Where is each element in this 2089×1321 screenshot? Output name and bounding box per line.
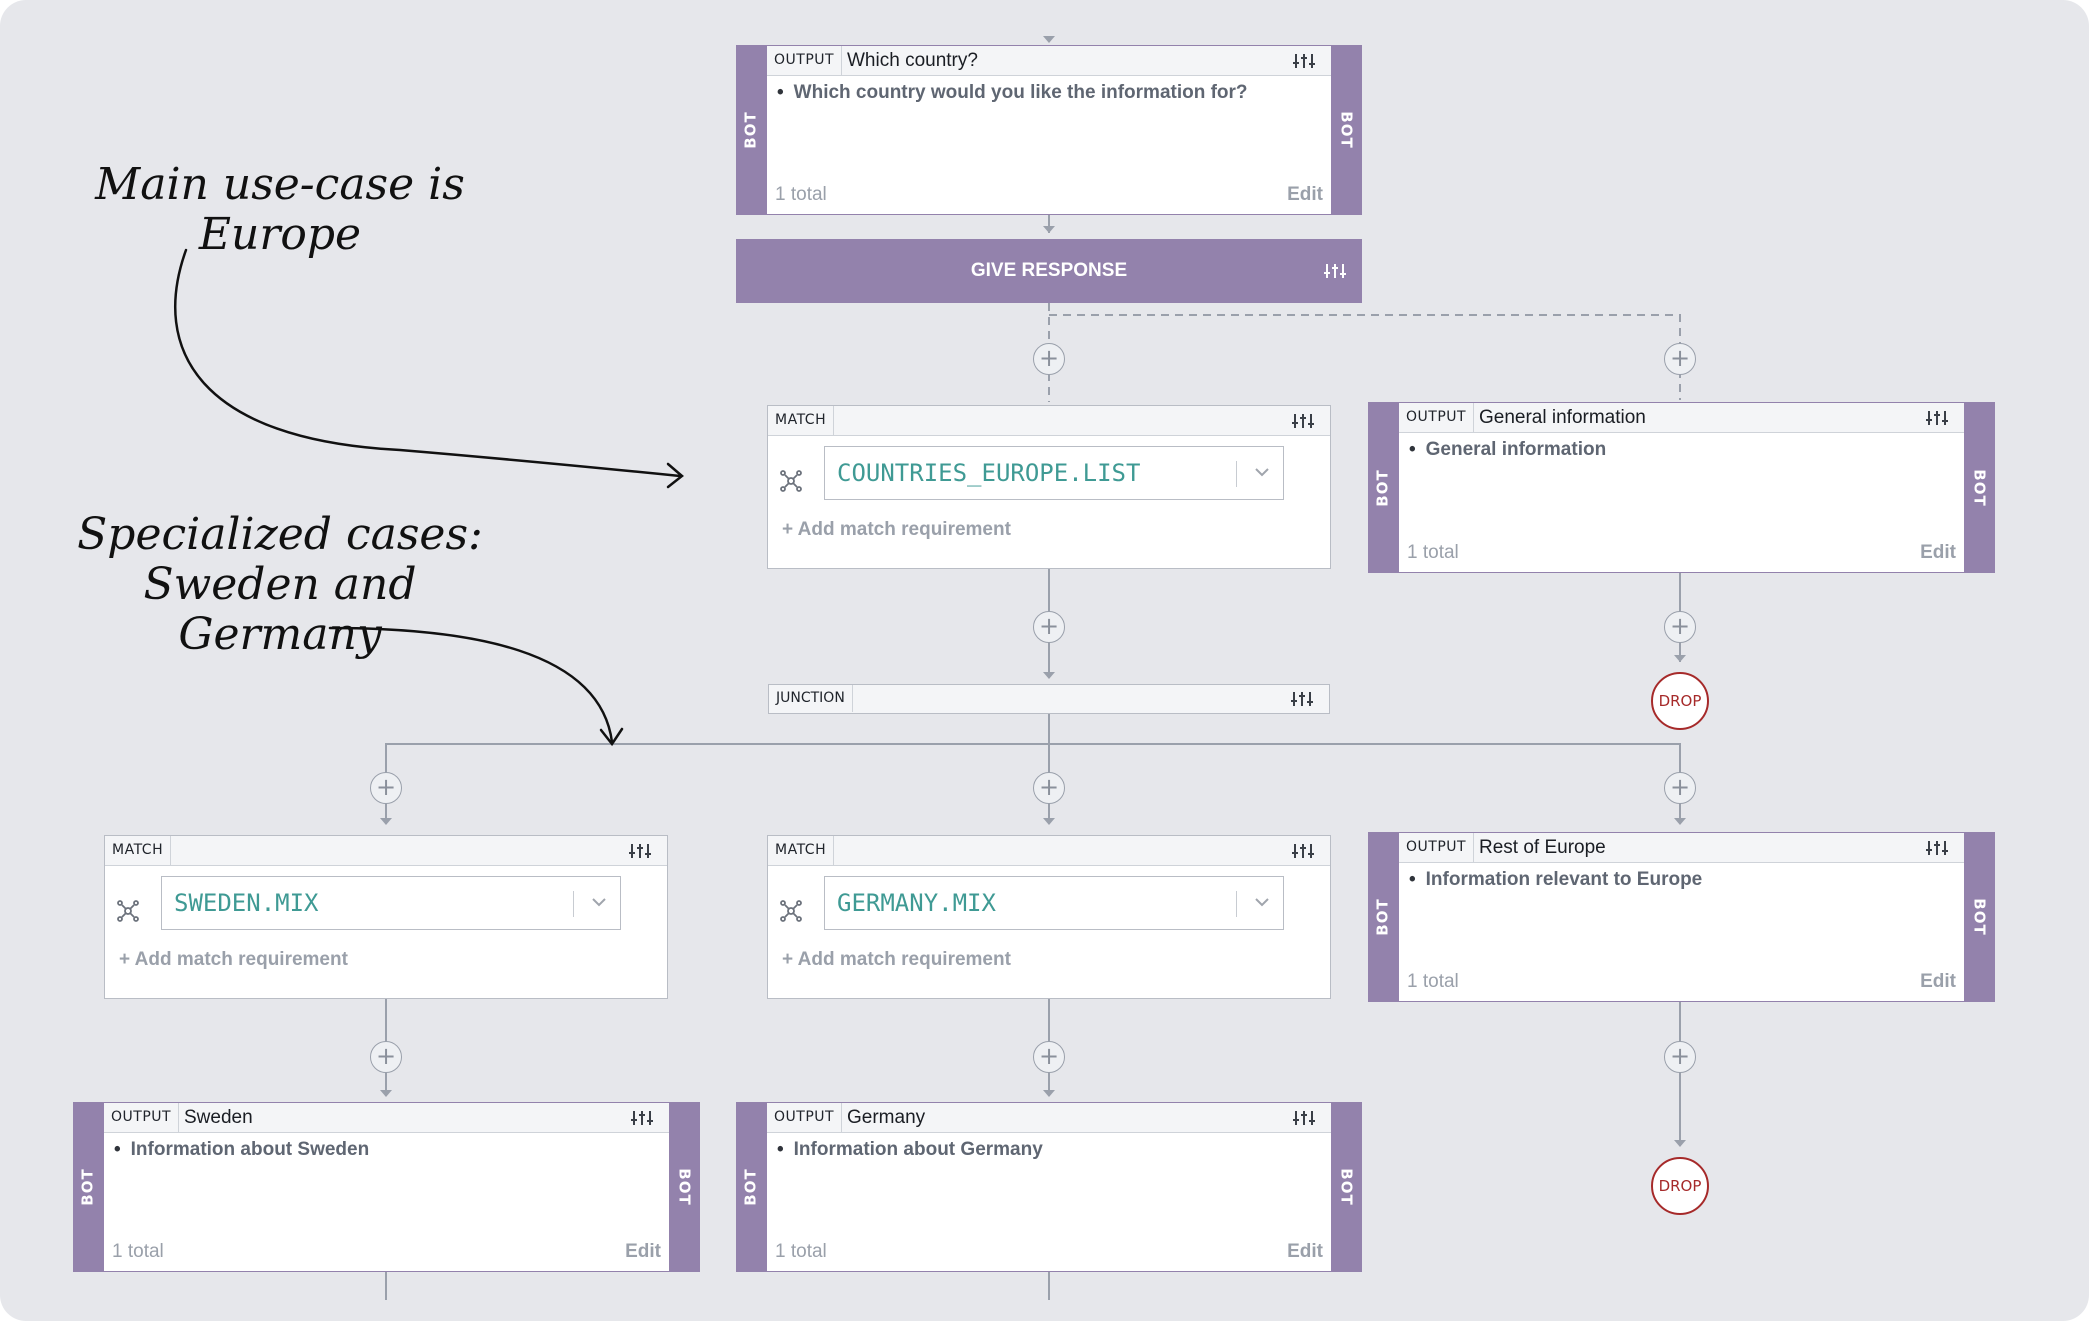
match-node-sweden[interactable]: MATCH SWEDEN.MIX + Add match requirement <box>104 835 668 999</box>
add-node-button[interactable]: + <box>370 1041 402 1073</box>
settings-sliders-icon[interactable] <box>1926 840 1948 856</box>
node-title[interactable]: Germany <box>847 1107 926 1128</box>
node-type-tag: OUTPUT <box>767 46 843 75</box>
bot-label-left: BOT <box>79 1168 98 1206</box>
bot-label-right: BOT <box>1971 898 1990 936</box>
output-total-count: 1 total <box>775 1241 827 1262</box>
match-entity-select[interactable]: GERMANY.MIX <box>824 876 1284 930</box>
drop-node[interactable]: DROP <box>1651 1157 1709 1215</box>
node-type-tag: MATCH <box>768 406 835 435</box>
chevron-down-icon[interactable] <box>590 893 608 911</box>
bot-label-left: BOT <box>742 111 761 149</box>
settings-sliders-icon[interactable] <box>1293 1110 1315 1126</box>
chevron-down-icon[interactable] <box>1253 463 1271 481</box>
add-node-button[interactable]: + <box>1033 343 1065 375</box>
output-text-item[interactable]: Information relevant to Europe <box>1409 869 1954 891</box>
bot-label-right: BOT <box>676 1168 695 1206</box>
give-response-label: GIVE RESPONSE <box>970 260 1128 281</box>
add-node-button[interactable]: + <box>1664 772 1696 804</box>
node-type-tag: OUTPUT <box>767 1103 843 1132</box>
match-entity-select[interactable]: SWEDEN.MIX <box>161 876 621 930</box>
add-match-requirement-link[interactable]: + Add match requirement <box>782 949 1011 970</box>
add-node-button[interactable]: + <box>1033 772 1065 804</box>
node-title[interactable]: General information <box>1479 407 1646 428</box>
output-total-count: 1 total <box>112 1241 164 1262</box>
match-entity-value: SWEDEN.MIX <box>174 889 319 917</box>
settings-sliders-icon[interactable] <box>631 1110 653 1126</box>
add-node-button[interactable]: + <box>1664 1041 1696 1073</box>
chevron-down-icon[interactable] <box>1253 893 1271 911</box>
settings-sliders-icon[interactable] <box>1324 263 1346 279</box>
edit-link[interactable]: Edit <box>625 1241 661 1262</box>
output-node-sweden[interactable]: BOT BOT OUTPUT Sweden Information about … <box>73 1102 700 1272</box>
output-text-item[interactable]: Which country would you like the informa… <box>777 82 1321 104</box>
node-type-tag: JUNCTION <box>769 685 853 712</box>
match-entity-value: COUNTRIES_EUROPE.LIST <box>837 459 1141 487</box>
bot-label-right: BOT <box>1338 111 1357 149</box>
match-entity-select[interactable]: COUNTRIES_EUROPE.LIST <box>824 446 1284 500</box>
settings-sliders-icon[interactable] <box>1293 53 1315 69</box>
settings-sliders-icon[interactable] <box>1292 413 1314 429</box>
node-title[interactable]: Which country? <box>847 50 978 71</box>
output-total-count: 1 total <box>775 184 827 205</box>
annotation-main-use-case: Main use-case is Europe <box>95 159 465 260</box>
nodes-icon <box>780 900 802 922</box>
annotation-arrows <box>173 248 684 747</box>
add-match-requirement-link[interactable]: + Add match requirement <box>782 519 1011 540</box>
add-node-button[interactable]: + <box>1033 1041 1065 1073</box>
annotation-specialized-cases: Specialized cases: Sweden and Germany <box>77 509 483 660</box>
output-text-item[interactable]: Information about Sweden <box>114 1139 659 1161</box>
node-type-tag: MATCH <box>105 836 172 865</box>
output-text-item[interactable]: General information <box>1409 439 1954 461</box>
node-type-tag: OUTPUT <box>1399 833 1475 862</box>
junction-node[interactable]: JUNCTION <box>768 684 1330 714</box>
output-node-general-information[interactable]: BOT BOT OUTPUT General information Gener… <box>1368 402 1995 573</box>
match-node-germany[interactable]: MATCH GERMANY.MIX + Add match requiremen… <box>767 835 1331 999</box>
add-node-button[interactable]: + <box>370 772 402 804</box>
edit-link[interactable]: Edit <box>1287 1241 1323 1262</box>
output-node-which-country[interactable]: BOT BOT OUTPUT Which country? Which coun… <box>736 45 1362 215</box>
edit-link[interactable]: Edit <box>1287 184 1323 205</box>
bot-label-left: BOT <box>1374 468 1393 507</box>
add-match-requirement-link[interactable]: + Add match requirement <box>119 949 348 970</box>
node-title[interactable]: Rest of Europe <box>1479 837 1606 858</box>
settings-sliders-icon[interactable] <box>1291 691 1313 707</box>
settings-sliders-icon[interactable] <box>629 843 651 859</box>
match-entity-value: GERMANY.MIX <box>837 889 996 917</box>
settings-sliders-icon[interactable] <box>1292 843 1314 859</box>
node-type-tag: OUTPUT <box>104 1103 180 1132</box>
node-type-tag: OUTPUT <box>1399 403 1475 432</box>
output-total-count: 1 total <box>1407 542 1459 563</box>
edit-link[interactable]: Edit <box>1920 971 1956 992</box>
add-node-button[interactable]: + <box>1664 343 1696 375</box>
output-total-count: 1 total <box>1407 971 1459 992</box>
add-node-button[interactable]: + <box>1033 611 1065 643</box>
node-type-tag: MATCH <box>768 836 835 865</box>
bot-label-left: BOT <box>1374 898 1393 936</box>
bot-label-right: BOT <box>1338 1168 1357 1206</box>
give-response-node[interactable]: GIVE RESPONSE <box>736 239 1362 303</box>
node-title[interactable]: Sweden <box>184 1107 253 1128</box>
bot-label-left: BOT <box>742 1168 761 1206</box>
match-node-europe[interactable]: MATCH COUNTRIES_EUROPE.LIST + Add match … <box>767 405 1331 569</box>
output-node-germany[interactable]: BOT BOT OUTPUT Germany Information about… <box>736 1102 1362 1272</box>
output-text-item[interactable]: Information about Germany <box>777 1139 1321 1161</box>
edit-link[interactable]: Edit <box>1920 542 1956 563</box>
nodes-icon <box>117 900 139 922</box>
nodes-icon <box>780 470 802 492</box>
drop-node[interactable]: DROP <box>1651 672 1709 730</box>
bot-label-right: BOT <box>1971 468 1990 507</box>
add-node-button[interactable]: + <box>1664 611 1696 643</box>
settings-sliders-icon[interactable] <box>1926 410 1948 426</box>
output-node-rest-of-europe[interactable]: BOT BOT OUTPUT Rest of Europe Informatio… <box>1368 832 1995 1002</box>
